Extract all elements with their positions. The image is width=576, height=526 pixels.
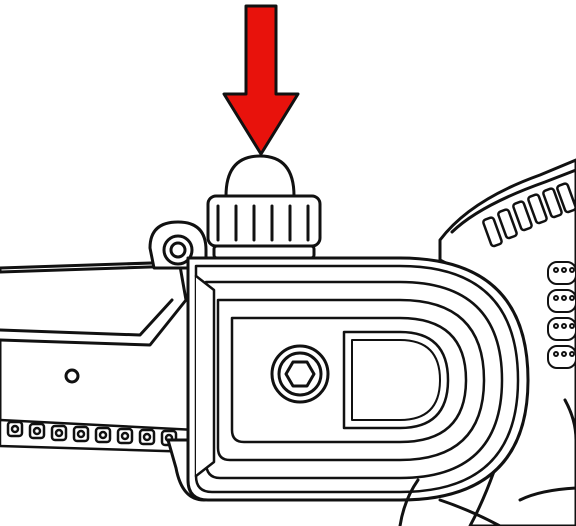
motor-housing	[438, 158, 576, 526]
oil-cap	[206, 154, 322, 260]
tension-knob	[148, 220, 208, 270]
oil-cap-dome	[224, 154, 296, 198]
bar-hole	[64, 368, 80, 384]
arrow-down-icon	[222, 4, 300, 156]
cable	[398, 478, 420, 526]
vent-slots	[482, 182, 576, 248]
mounting-nut	[270, 344, 330, 404]
sprocket-cover	[186, 256, 530, 502]
grip-texture	[547, 261, 576, 369]
guide-bar	[0, 260, 198, 442]
